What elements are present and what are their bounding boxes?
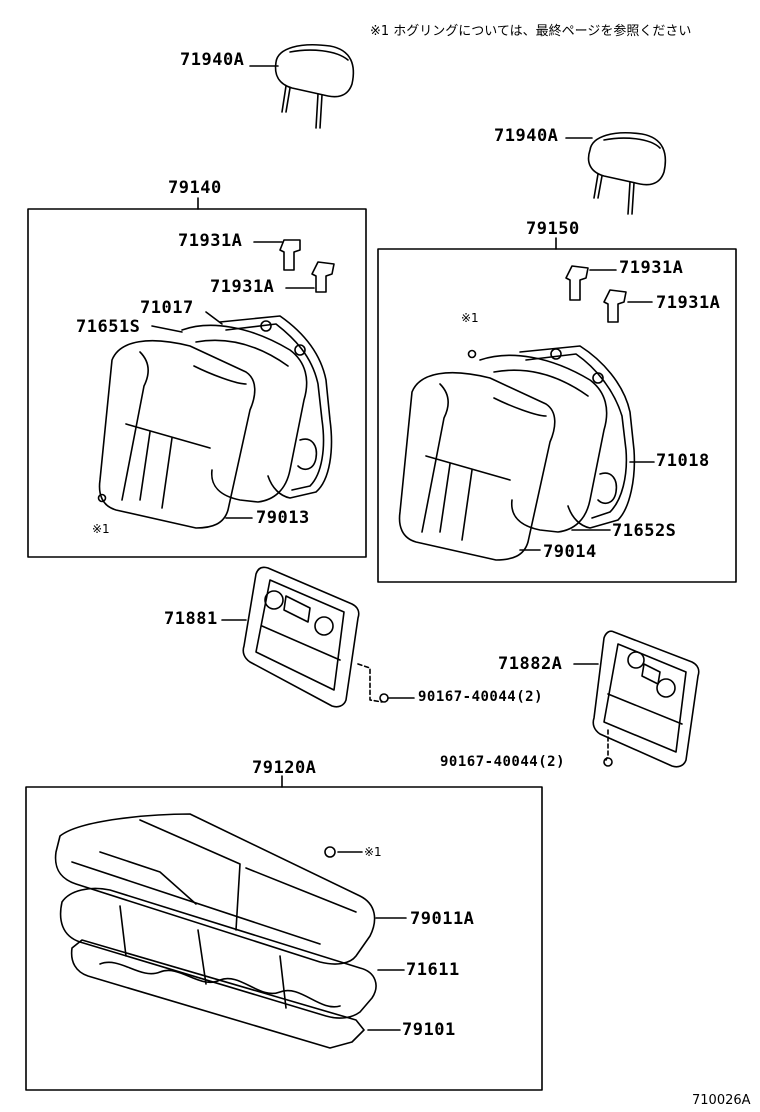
label-guide-r2: 71931A	[656, 293, 721, 313]
hog-ring-note: ※1 ホグリングについては、最終ページを参照ください	[370, 24, 692, 39]
headrest-left-drawing	[249, 43, 355, 129]
label-assy-left: 79140	[168, 178, 222, 198]
label-guide-l1: 71931A	[178, 231, 243, 251]
assembly-box-right	[377, 248, 737, 583]
label-assy-right: 79150	[526, 219, 580, 239]
ref-mark-right-back: ※1	[461, 311, 479, 325]
label-frame-left: 71017	[140, 298, 194, 318]
label-pad-right: 71652S	[612, 521, 677, 541]
seatback-pad-left-drawing	[151, 324, 308, 503]
label-frame-right: 71018	[656, 451, 710, 471]
label-cushion-cover: 79011A	[410, 909, 475, 929]
headrest-guide-right-drawing	[467, 265, 653, 359]
seatback-pad-right-drawing	[479, 354, 611, 533]
drawing-code: 710026A	[692, 1093, 751, 1108]
label-cushion-frame: 79101	[402, 1020, 456, 1040]
seatback-frame-left-drawing	[205, 311, 333, 499]
label-bezel-left: 71881	[164, 609, 218, 629]
label-cushion-assy: 79120A	[252, 758, 317, 778]
seatbelt-bezel-left-drawing	[221, 566, 415, 708]
label-pad-left: 71651S	[76, 317, 141, 337]
label-headrest-left: 71940A	[180, 50, 245, 70]
assembly-box-cushion	[25, 786, 543, 1091]
seatback-frame-right-drawing	[519, 345, 655, 529]
label-screw-left: 90167-40044(2)	[418, 689, 544, 705]
label-cushion-pad: 71611	[406, 960, 460, 980]
seatback-cover-right-drawing	[398, 372, 556, 561]
headrest-right-drawing	[565, 131, 667, 215]
label-headrest-right: 71940A	[494, 126, 559, 146]
seatback-cover-left-drawing	[97, 340, 256, 529]
label-bezel-right: 71882A	[498, 654, 563, 674]
label-cover-left: 79013	[256, 508, 310, 528]
headrest-guide-left-drawing	[253, 239, 335, 293]
assembly-box-left	[27, 208, 367, 558]
seatbelt-bezel-right-drawing	[573, 630, 700, 768]
cushion-cover-drawing	[54, 813, 407, 965]
label-screw-right: 90167-40044(2)	[440, 754, 566, 770]
label-guide-r1: 71931A	[619, 258, 684, 278]
cushion-pad-drawing	[59, 887, 405, 1019]
label-guide-l2: 71931A	[210, 277, 275, 297]
cushion-frame-drawing	[70, 939, 401, 1049]
ref-mark-cushion: ※1	[364, 845, 382, 859]
label-cover-right: 79014	[543, 542, 597, 562]
ref-mark-left-back: ※1	[92, 522, 110, 536]
